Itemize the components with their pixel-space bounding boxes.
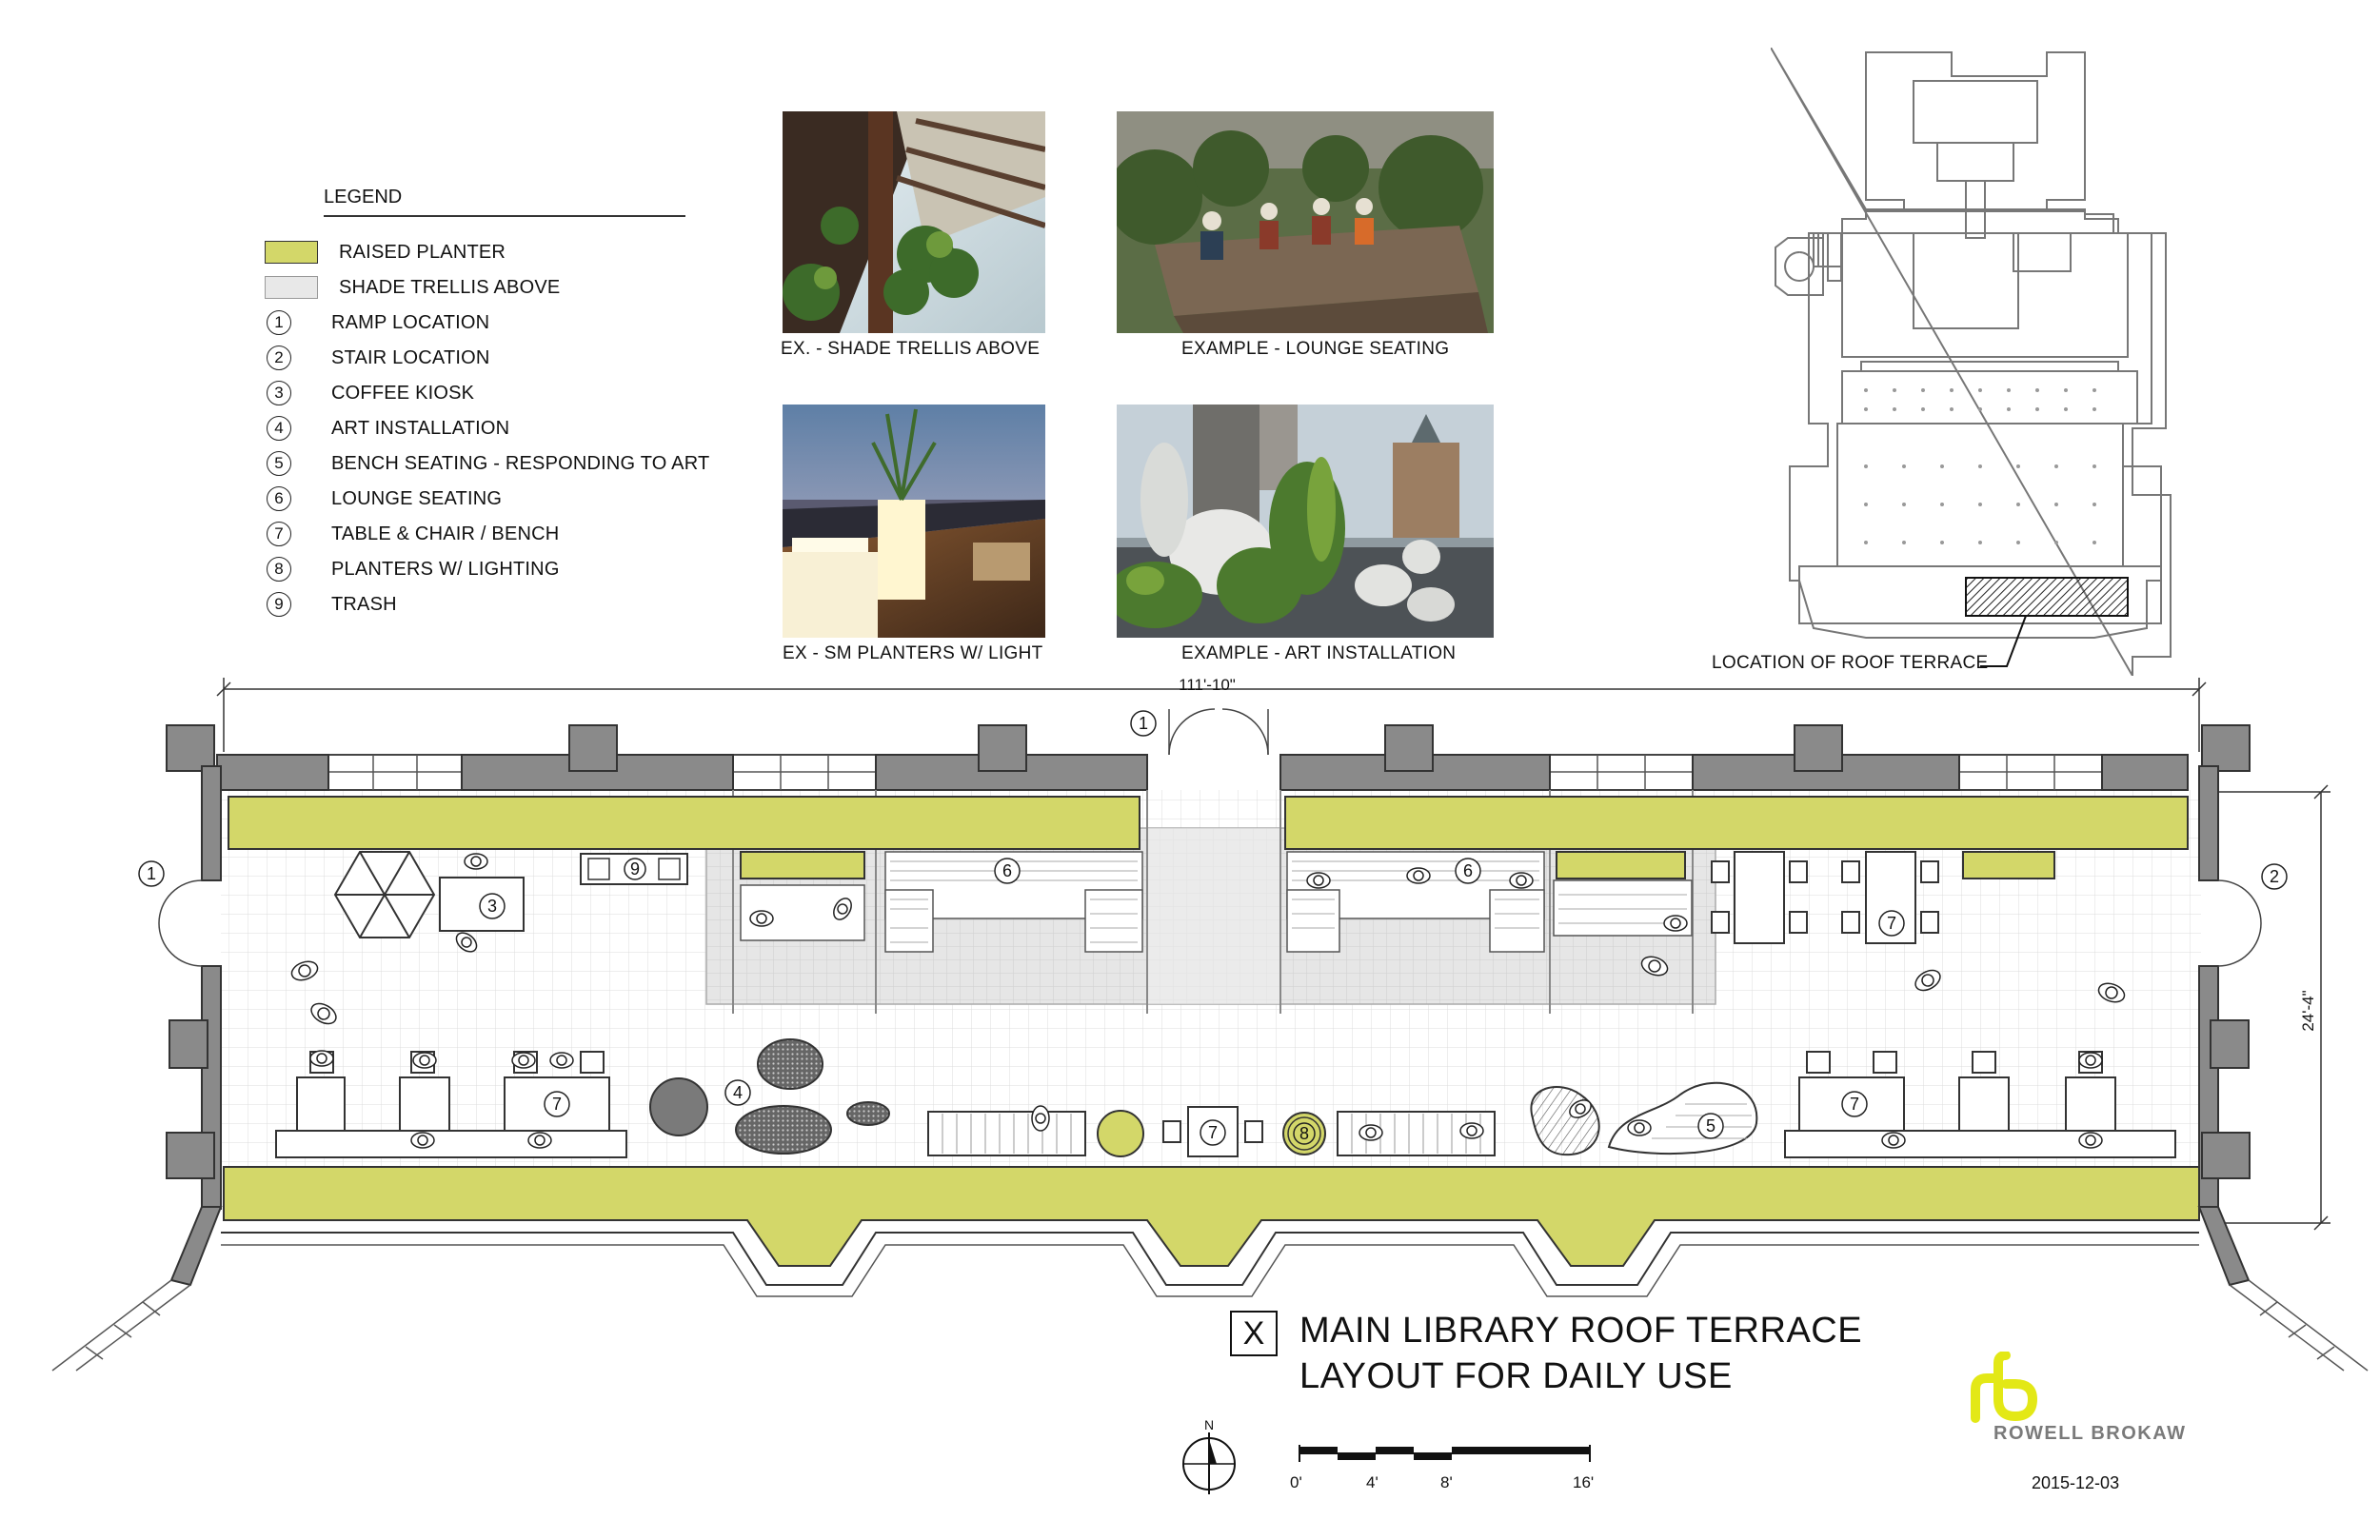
bench-center-south	[927, 1111, 1496, 1156]
kiosk-umbrella	[333, 851, 436, 938]
planter-swatch	[265, 241, 318, 264]
planters-caption: EX - SM PLANTERS W/ LIGHT	[783, 643, 1043, 663]
roof-terrace-location	[1965, 577, 2129, 617]
key-plan	[1771, 48, 2172, 676]
legend-label: RAISED PLANTER	[339, 241, 506, 263]
legend-number: 1	[267, 310, 291, 335]
legend-number: 2	[267, 346, 291, 370]
scale-label-16: 16'	[1573, 1473, 1595, 1491]
legend-number: 6	[267, 486, 291, 511]
legend-label: BENCH SEATING - RESPONDING TO ART	[331, 452, 710, 474]
trellis-caption: EX. - SHADE TRELLIS ABOVE	[781, 339, 1041, 359]
table-center-south	[1162, 1106, 1263, 1157]
art-caption: EXAMPLE - ART INSTALLATION	[1181, 643, 1457, 663]
firm-name: ROWELL BROKAW	[1993, 1423, 2187, 1444]
width-dimension	[216, 678, 2207, 752]
tag-table-southwest: 7	[552, 1095, 562, 1114]
planter-north-east	[1284, 796, 2189, 850]
depth-dimension	[2218, 784, 2330, 1231]
legend-item-kiosk: 3 COFFEE KIOSK	[265, 379, 474, 407]
north-label: N	[1204, 1418, 1214, 1432]
planters-photo	[783, 405, 1045, 638]
legend-label: RAMP LOCATION	[331, 311, 490, 333]
legend-item-planter-lighting: 8 PLANTERS W/ LIGHTING	[265, 555, 560, 583]
legend-label: LOUNGE SEATING	[331, 487, 503, 509]
legend-item-stair: 2 STAIR LOCATION	[265, 344, 490, 372]
legend-item-ramp: 1 RAMP LOCATION	[265, 308, 489, 337]
tag-ramp-west: 1	[147, 864, 156, 883]
tag-stair: 2	[2270, 867, 2279, 886]
legend-item-bench: 5 BENCH SEATING - RESPONDING TO ART	[265, 449, 709, 478]
depth-dimension-label: 24'-4"	[2299, 990, 2317, 1031]
legend-item-shade-trellis: SHADE TRELLIS ABOVE	[265, 273, 560, 302]
art-photo	[1117, 405, 1494, 638]
legend-label: TRASH	[331, 593, 397, 615]
legend-rule	[324, 215, 685, 217]
tag-lounge-west: 6	[1002, 861, 1012, 880]
tag-trash: 9	[630, 859, 640, 879]
tag-table-center: 7	[1208, 1123, 1218, 1142]
tag-table-northeast: 7	[1887, 914, 1896, 933]
scale-label-0: 0'	[1290, 1473, 1302, 1491]
tag-kiosk: 3	[487, 897, 497, 916]
keyplan-label: LOCATION OF ROOF TERRACE	[1712, 653, 1989, 673]
drawing-title-line2: LAYOUT FOR DAILY USE	[1299, 1356, 1733, 1396]
planter-north-west	[228, 796, 1140, 850]
firm-logo-icon	[1971, 1352, 2038, 1423]
drawing-marker: X	[1230, 1311, 1278, 1356]
north-arrow-icon: N	[1182, 1418, 1236, 1494]
legend-label: STAIR LOCATION	[331, 346, 490, 368]
legend-item-lounge: 6 LOUNGE SEATING	[265, 484, 502, 513]
lounge-photo	[1117, 111, 1494, 333]
table-group-northeast	[1711, 851, 1939, 944]
legend-label: ART INSTALLATION	[331, 417, 510, 439]
legend-label: PLANTERS W/ LIGHTING	[331, 558, 560, 580]
legend-label: SHADE TRELLIS ABOVE	[339, 276, 561, 298]
legend-title: LEGEND	[324, 187, 403, 207]
trellis-swatch	[265, 276, 318, 299]
art-installation	[649, 1038, 890, 1155]
legend-label: TABLE & CHAIR / BENCH	[331, 523, 560, 544]
drawing-title-line1: MAIN LIBRARY ROOF TERRACE	[1299, 1311, 1863, 1351]
tag-planter: 8	[1299, 1124, 1309, 1143]
legend-number: 8	[267, 557, 291, 582]
bench-southwest	[275, 1130, 627, 1158]
tag-bench: 5	[1706, 1116, 1716, 1135]
legend-item-trash: 9 TRASH	[265, 590, 397, 619]
bench-southeast	[1784, 1130, 2176, 1158]
scale-label-4: 4'	[1366, 1473, 1378, 1491]
planter-south	[223, 1166, 2200, 1267]
width-dimension-label: 111'-10"	[1179, 676, 1236, 694]
legend-number: 9	[267, 592, 291, 617]
legend-label: COFFEE KIOSK	[331, 382, 475, 404]
lit-planter-west	[1097, 1110, 1144, 1157]
tag-lounge-east: 6	[1463, 861, 1473, 880]
tag-ramp-north: 1	[1139, 714, 1148, 733]
tag-table-southeast: 7	[1850, 1095, 1859, 1114]
drawing-date: 2015-12-03	[2032, 1473, 2120, 1492]
trellis-photo	[783, 111, 1045, 333]
legend-item-raised-planter: RAISED PLANTER	[265, 238, 506, 267]
table-group-southeast	[1798, 1051, 2116, 1132]
people-figures	[290, 853, 2126, 1149]
legend-item-art: 4 ART INSTALLATION	[265, 414, 509, 443]
legend-number: 5	[267, 451, 291, 476]
lounge-caption: EXAMPLE - LOUNGE SEATING	[1181, 339, 1450, 359]
art-bench	[1530, 1081, 1758, 1156]
legend-number: 7	[267, 522, 291, 546]
scale-label-8: 8'	[1440, 1473, 1453, 1491]
legend-number: 4	[267, 416, 291, 441]
scale-bar	[1299, 1445, 1591, 1462]
legend-item-table: 7 TABLE & CHAIR / BENCH	[265, 520, 559, 548]
tag-art: 4	[733, 1083, 743, 1102]
terrace-plan: 1 1 2 3 9 6 6 7 7 4 7 8 5 7 111'-10" 24'…	[51, 676, 2369, 1372]
legend-number: 3	[267, 381, 291, 405]
